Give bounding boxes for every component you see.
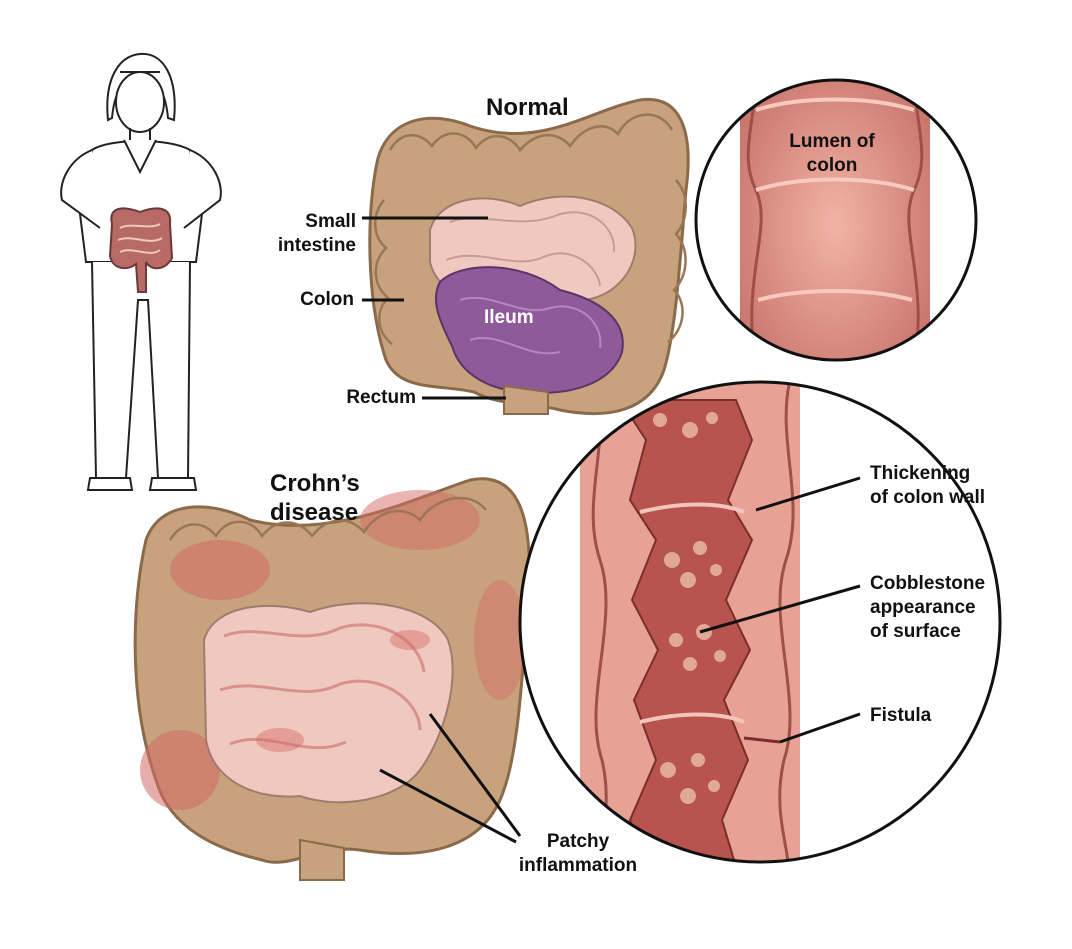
small-intestine-label: Small intestine xyxy=(277,211,356,256)
lumen-label: Lumen of colon xyxy=(789,131,875,176)
patchy-inflammation-label: Patchy inflammation xyxy=(518,831,638,876)
person-figure xyxy=(60,52,222,491)
person-colon-icon xyxy=(108,207,174,293)
rectum-label: Rectum xyxy=(346,387,416,408)
normal-title: Normal xyxy=(486,94,569,121)
leader-thickening xyxy=(755,476,861,512)
leader-patchy-1 xyxy=(428,713,522,837)
crohns-colon-illustration xyxy=(133,477,531,881)
leader-patchy-2 xyxy=(379,768,517,844)
colon-label: Colon xyxy=(300,289,354,310)
normal-lumen-inset xyxy=(694,78,978,362)
thickening-label: Thickening of colon wall xyxy=(870,463,986,508)
fistula-label: Fistula xyxy=(870,705,932,726)
leader-lines xyxy=(362,216,861,844)
leader-cobblestone xyxy=(699,584,861,634)
ileum-label: Ileum xyxy=(484,307,534,328)
crohns-title: Crohn’s disease xyxy=(270,470,360,526)
cobblestone-label: Cobblestone appearance of surface xyxy=(870,573,986,642)
leader-fistula xyxy=(779,712,861,744)
crohns-cobblestone-inset xyxy=(518,380,1002,864)
normal-colon-illustration xyxy=(368,97,690,416)
